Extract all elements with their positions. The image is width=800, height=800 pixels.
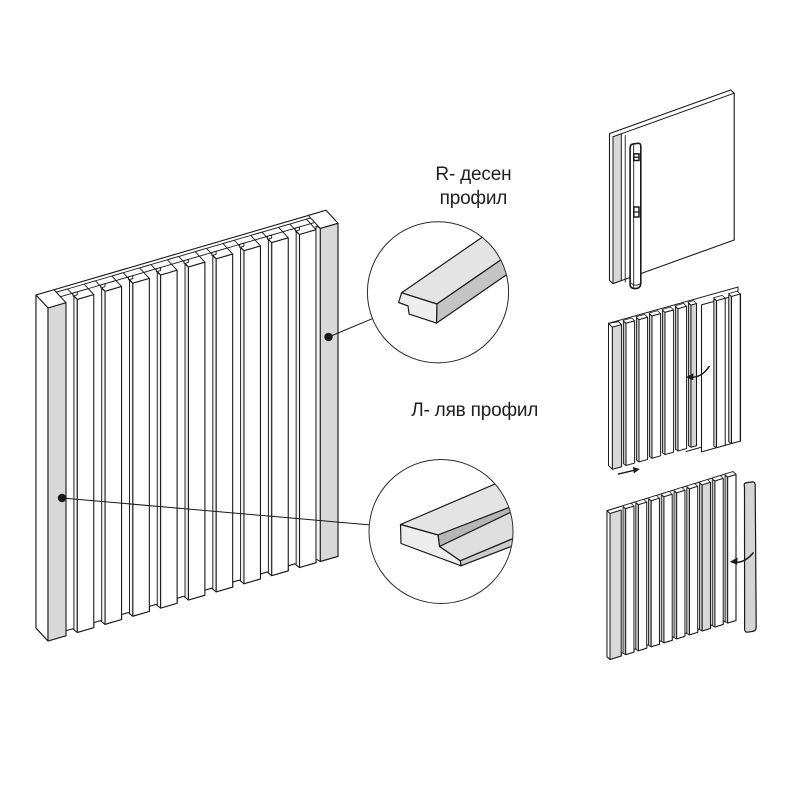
svg-text:R- десен: R- десен	[435, 164, 511, 185]
svg-text:Л- ляв профил: Л- ляв профил	[411, 400, 538, 421]
svg-text:профил: профил	[440, 188, 508, 209]
